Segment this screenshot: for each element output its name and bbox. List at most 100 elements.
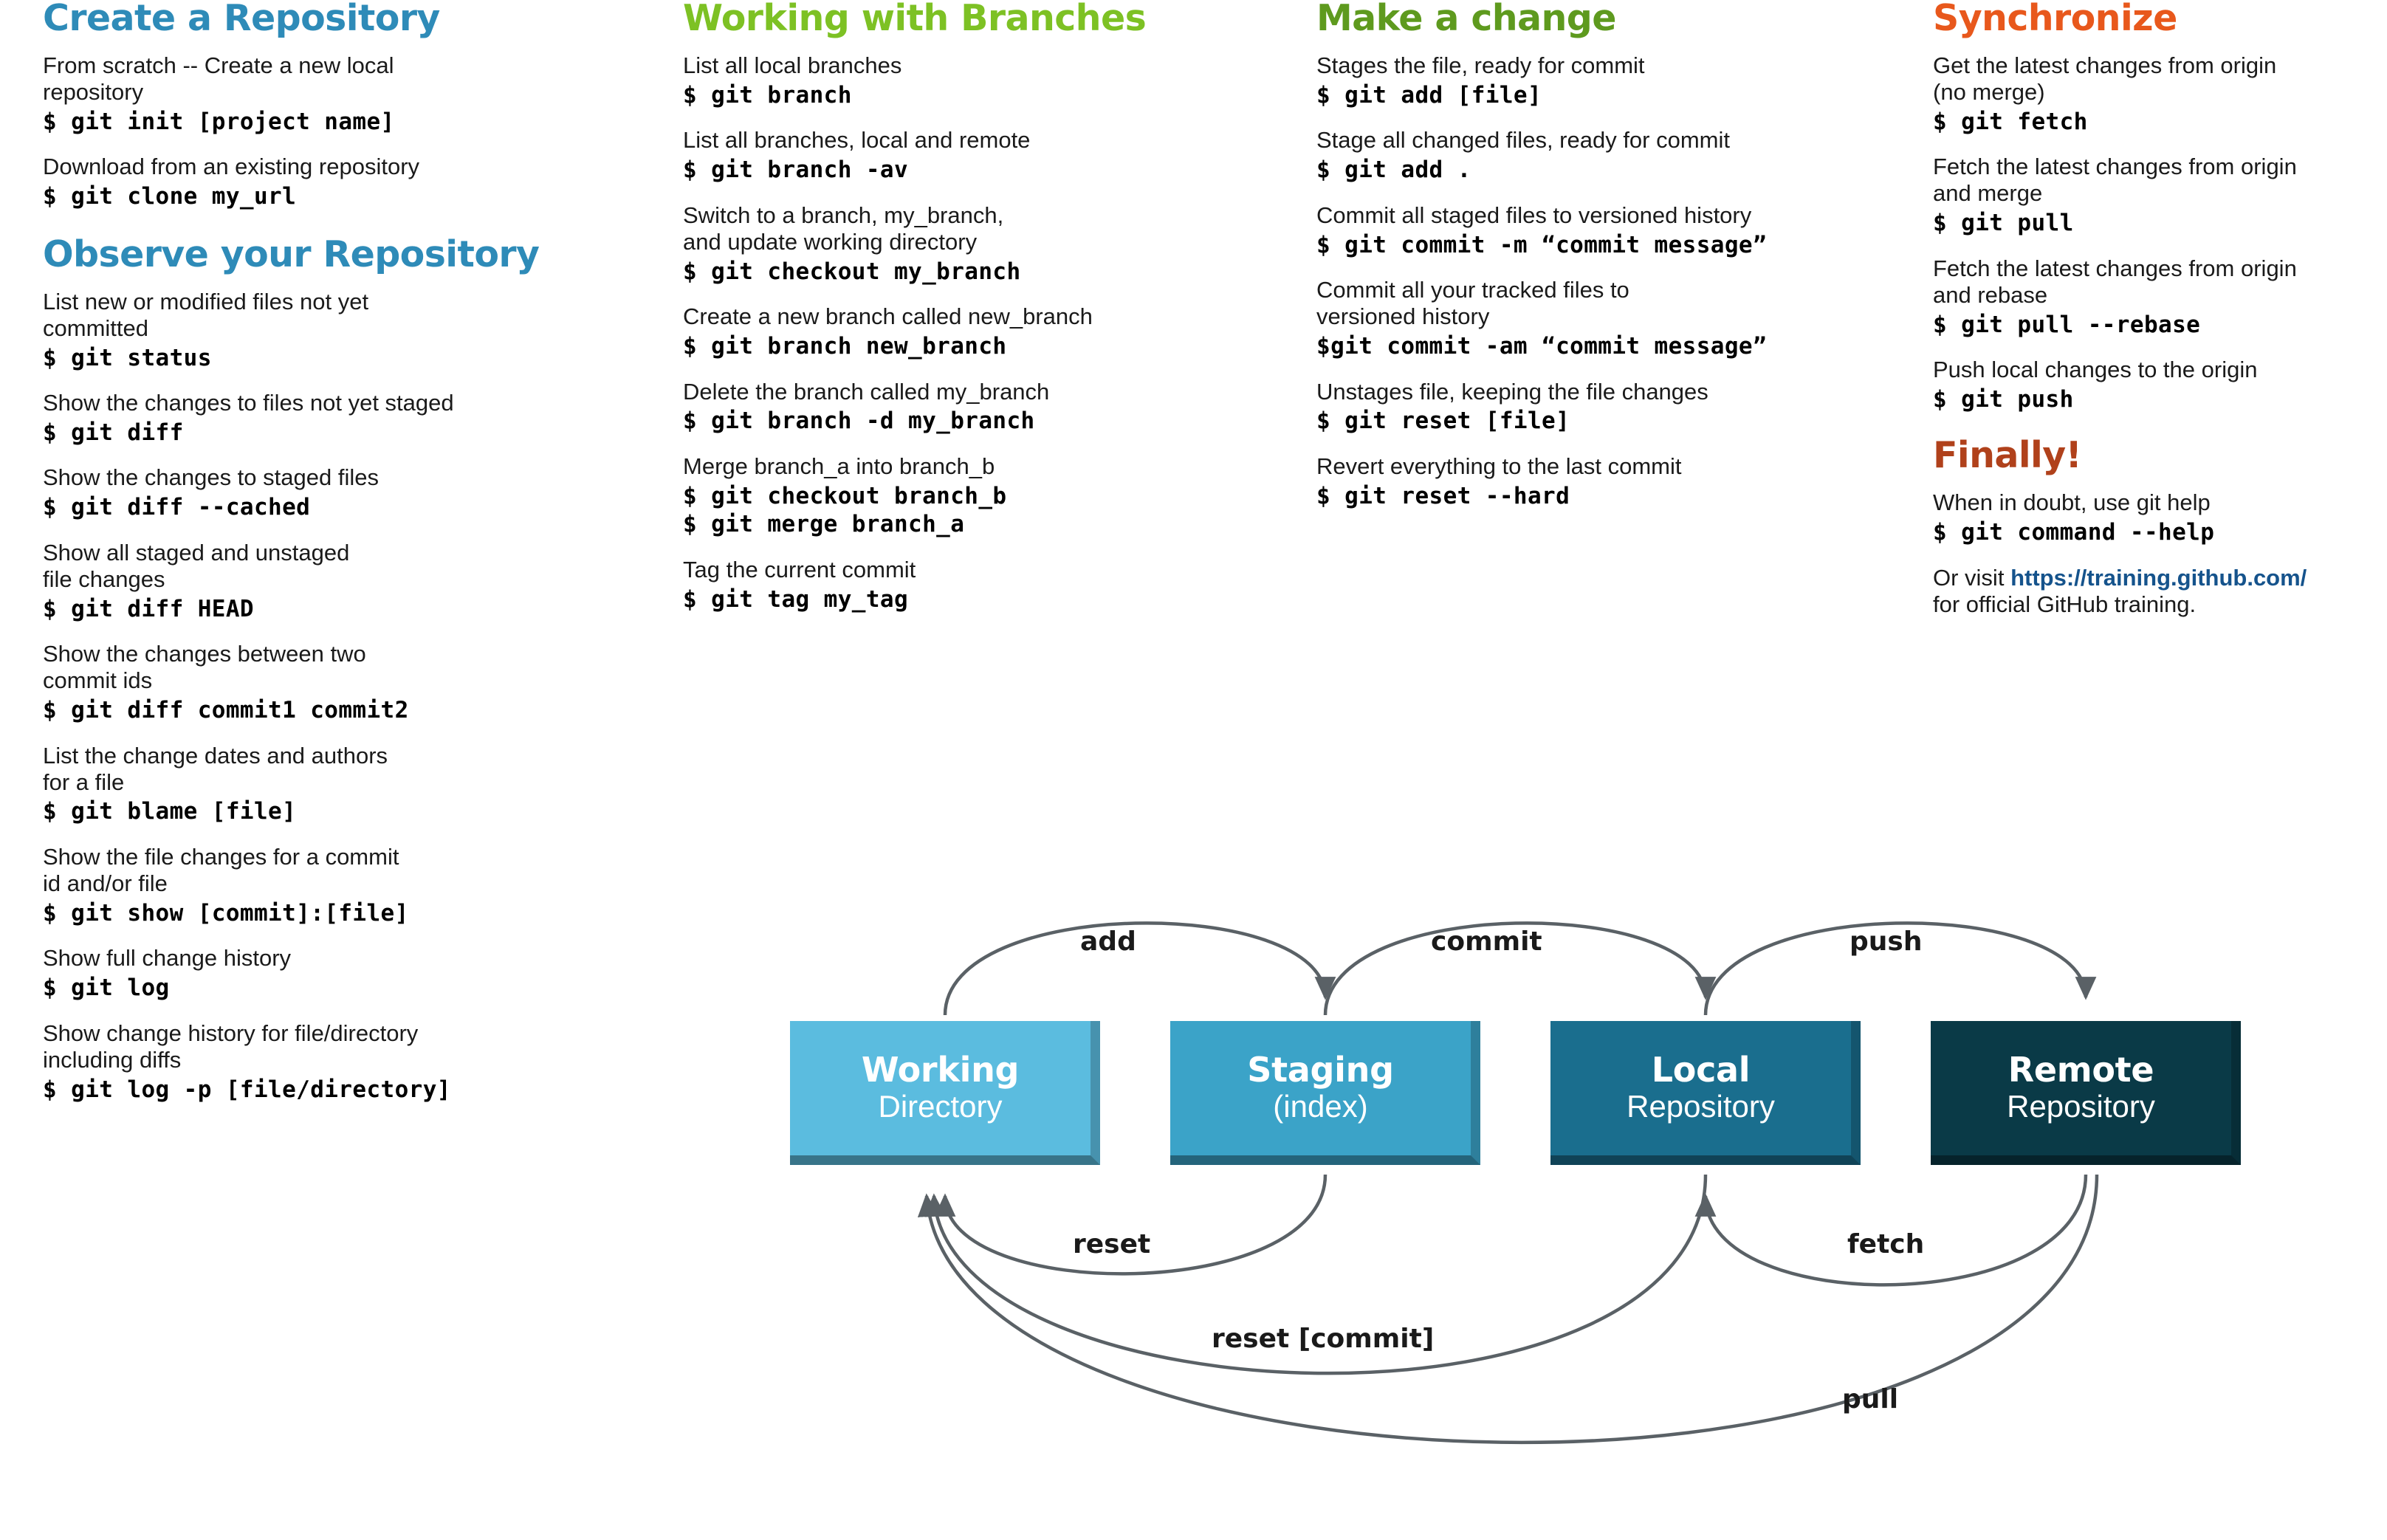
column-working-with-branches: Working with Branches List all local bra… <box>683 0 1229 613</box>
command-line: $ git reset [file] <box>1316 408 1570 435</box>
footer-line-2: for official GitHub training. <box>1933 591 2197 617</box>
column-make-a-change: Make a change Stages the file, ready for… <box>1316 0 1878 510</box>
command-line: $git commit -am “commit message” <box>1316 333 1768 360</box>
section-title-working-with-branches: Working with Branches <box>683 0 1147 39</box>
command-line: $ git merge branch_a <box>683 511 965 538</box>
command-line: $ git pull --rebase <box>1933 311 2201 338</box>
entry-description: Merge branch_a into branch_b <box>683 453 995 479</box>
entry-git-diff: Show the changes to files not yet staged… <box>43 390 626 447</box>
command-line: $ git show [commit]:[file] <box>43 899 409 927</box>
column-synchronize-finally: Synchronize Get the latest changes from … <box>1933 0 2376 618</box>
command-line: $ git diff HEAD <box>43 595 254 622</box>
entry-description: Get the latest changes from origin(no me… <box>1933 52 2277 105</box>
node-title: Staging <box>1247 1049 1394 1090</box>
entry-description: Download from an existing repository <box>43 154 420 180</box>
command-line: $ git command --help <box>1933 519 2215 546</box>
entry-git-branch-av: List all branches, local and remote $ gi… <box>683 127 1229 184</box>
entry-git-log: Show full change history $ git log <box>43 945 626 1002</box>
entry-description: List all branches, local and remote <box>683 127 1031 154</box>
command-line: $ git init [project name] <box>43 108 395 135</box>
edge-label-pull: pull <box>1842 1384 1899 1414</box>
entry-description: Stage all changed files, ready for commi… <box>1316 127 1730 154</box>
entry-git-branch-delete: Delete the branch called my_branch $ git… <box>683 379 1229 436</box>
entry-git-add-all: Stage all changed files, ready for commi… <box>1316 127 1878 184</box>
entry-description: When in doubt, use git help <box>1933 489 2211 516</box>
edge-label-reset-commit: reset [commit] <box>1212 1324 1435 1354</box>
diagram-node-staging-index: Staging (index) <box>1170 1021 1480 1165</box>
edge-label-reset: reset <box>1073 1229 1151 1259</box>
diagram-arrows <box>917 921 2099 1445</box>
command-line: $ git add . <box>1316 157 1471 184</box>
diagram-node-remote-repository: Remote Repository <box>1931 1021 2241 1165</box>
entry-description: Show the changes to files not yet staged <box>43 390 454 416</box>
command-line: $ git branch <box>683 81 852 109</box>
entry-git-branch: List all local branches $ git branch <box>683 52 1229 109</box>
node-subtitle: Repository <box>2007 1088 2155 1124</box>
node-subtitle: Repository <box>1627 1088 1775 1124</box>
edge-label-fetch: fetch <box>1847 1229 1925 1259</box>
entry-git-fetch: Get the latest changes from origin(no me… <box>1933 52 2376 136</box>
entry-description: Stages the file, ready for commit <box>1316 52 1645 78</box>
github-training-link[interactable]: https://training.github.com/ <box>2010 564 2307 591</box>
section-title-synchronize: Synchronize <box>1933 0 2177 39</box>
command-line: $ git fetch <box>1933 108 2088 135</box>
edge-label-add: add <box>1080 927 1136 957</box>
command-line: $ git branch -d my_branch <box>683 408 1035 435</box>
command-line: $ git branch new_branch <box>683 333 1007 360</box>
diagram-node-local-repository: Local Repository <box>1550 1021 1861 1165</box>
entry-description: Tag the current commit <box>683 556 916 582</box>
entry-description: Push local changes to the origin <box>1933 357 2258 383</box>
arrow-add <box>943 921 1336 1016</box>
diagram-node-working-directory: Working Directory <box>790 1021 1100 1165</box>
command-line: $ git blame [file] <box>43 798 297 825</box>
entry-description: List all local branches <box>683 52 902 78</box>
command-line: $ git push <box>1933 385 2074 413</box>
entry-description: Show the changes to staged files <box>43 464 379 491</box>
entry-git-reset-hard: Revert everything to the last commit $ g… <box>1316 453 1878 510</box>
entry-git-branch-new: Create a new branch called new_branch $ … <box>683 303 1229 360</box>
edge-label-push: push <box>1850 927 1923 957</box>
edge-label-commit: commit <box>1431 927 1542 957</box>
command-line: $ git pull <box>1933 210 2074 237</box>
entry-description: Show full change history <box>43 945 292 972</box>
command-line: $ git checkout my_branch <box>683 258 1021 285</box>
entry-description: Commit all staged files to versioned his… <box>1316 202 1752 228</box>
entry-git-checkout: Switch to a branch, my_branch,and update… <box>683 202 1229 286</box>
entry-git-reset-file: Unstages file, keeping the file changes … <box>1316 379 1878 436</box>
entry-description: Unstages file, keeping the file changes <box>1316 378 1708 405</box>
entry-git-merge: Merge branch_a into branch_b $ git check… <box>683 453 1229 539</box>
footer-prefix: Or visit <box>1933 564 2011 591</box>
arrow-push <box>1703 921 2097 1016</box>
command-line: $ git tag my_tag <box>683 585 909 613</box>
command-line: $ git branch -av <box>683 157 909 184</box>
command-line: $ git log <box>43 974 170 1002</box>
command-line: $ git commit -m “commit message” <box>1316 231 1768 258</box>
entry-git-help: When in doubt, use git help $ git comman… <box>1933 489 2376 546</box>
footer-training-link: Or visit https://training.github.com/ fo… <box>1933 565 2376 618</box>
command-line: $ git add [file] <box>1316 81 1542 109</box>
entry-description: Delete the branch called my_branch <box>683 378 1050 405</box>
column-create-observe: Create a Repository From scratch -- Crea… <box>43 0 626 1104</box>
node-title: Local <box>1651 1049 1751 1090</box>
entry-git-add-file: Stages the file, ready for commit $ git … <box>1316 52 1878 109</box>
section-title-finally: Finally! <box>1933 434 2082 477</box>
command-line: $ git diff commit1 commit2 <box>43 697 409 724</box>
footer-line-1: Or visit https://training.github.com/ <box>1933 565 2376 591</box>
